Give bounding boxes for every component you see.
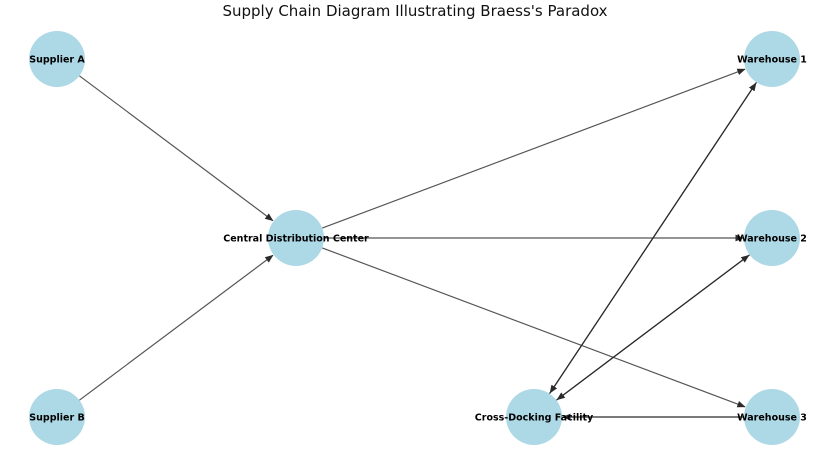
node-central [268,210,324,266]
edge-central-to-warehouse_3 [321,247,746,408]
node-cross-dock [506,389,562,445]
node-supplier-b [29,389,85,445]
node-label-central: Central Distribution Center [223,234,369,245]
node-warehouse-3 [744,389,800,445]
edge-supplier_a-to-central [79,75,274,222]
node-label-warehouse-1: Warehouse 1 [737,55,807,66]
node-warehouse-1 [744,31,800,87]
diagram-title: Supply Chain Diagram Illustrating Braess… [222,2,607,20]
node-warehouse-2 [744,210,800,266]
edge-supplier_b-to-central [79,254,274,401]
nodes-layer [29,31,800,445]
labels-layer: Supplier A Supplier B Central Distribution… [29,55,807,424]
node-supplier-a [29,31,85,87]
edge-warehouse_1-to-cross_dock [549,81,757,394]
edge-warehouse_2-to-cross_dock [556,254,750,401]
edges-layer [79,68,757,421]
node-label-supplier-a: Supplier A [29,55,85,66]
node-label-warehouse-2: Warehouse 2 [737,234,807,245]
edge-central-to-warehouse_1 [321,68,746,229]
node-label-cross-dock: Cross-Docking Facility [475,413,594,424]
node-label-supplier-b: Supplier B [29,413,84,424]
node-label-warehouse-3: Warehouse 3 [737,413,807,424]
